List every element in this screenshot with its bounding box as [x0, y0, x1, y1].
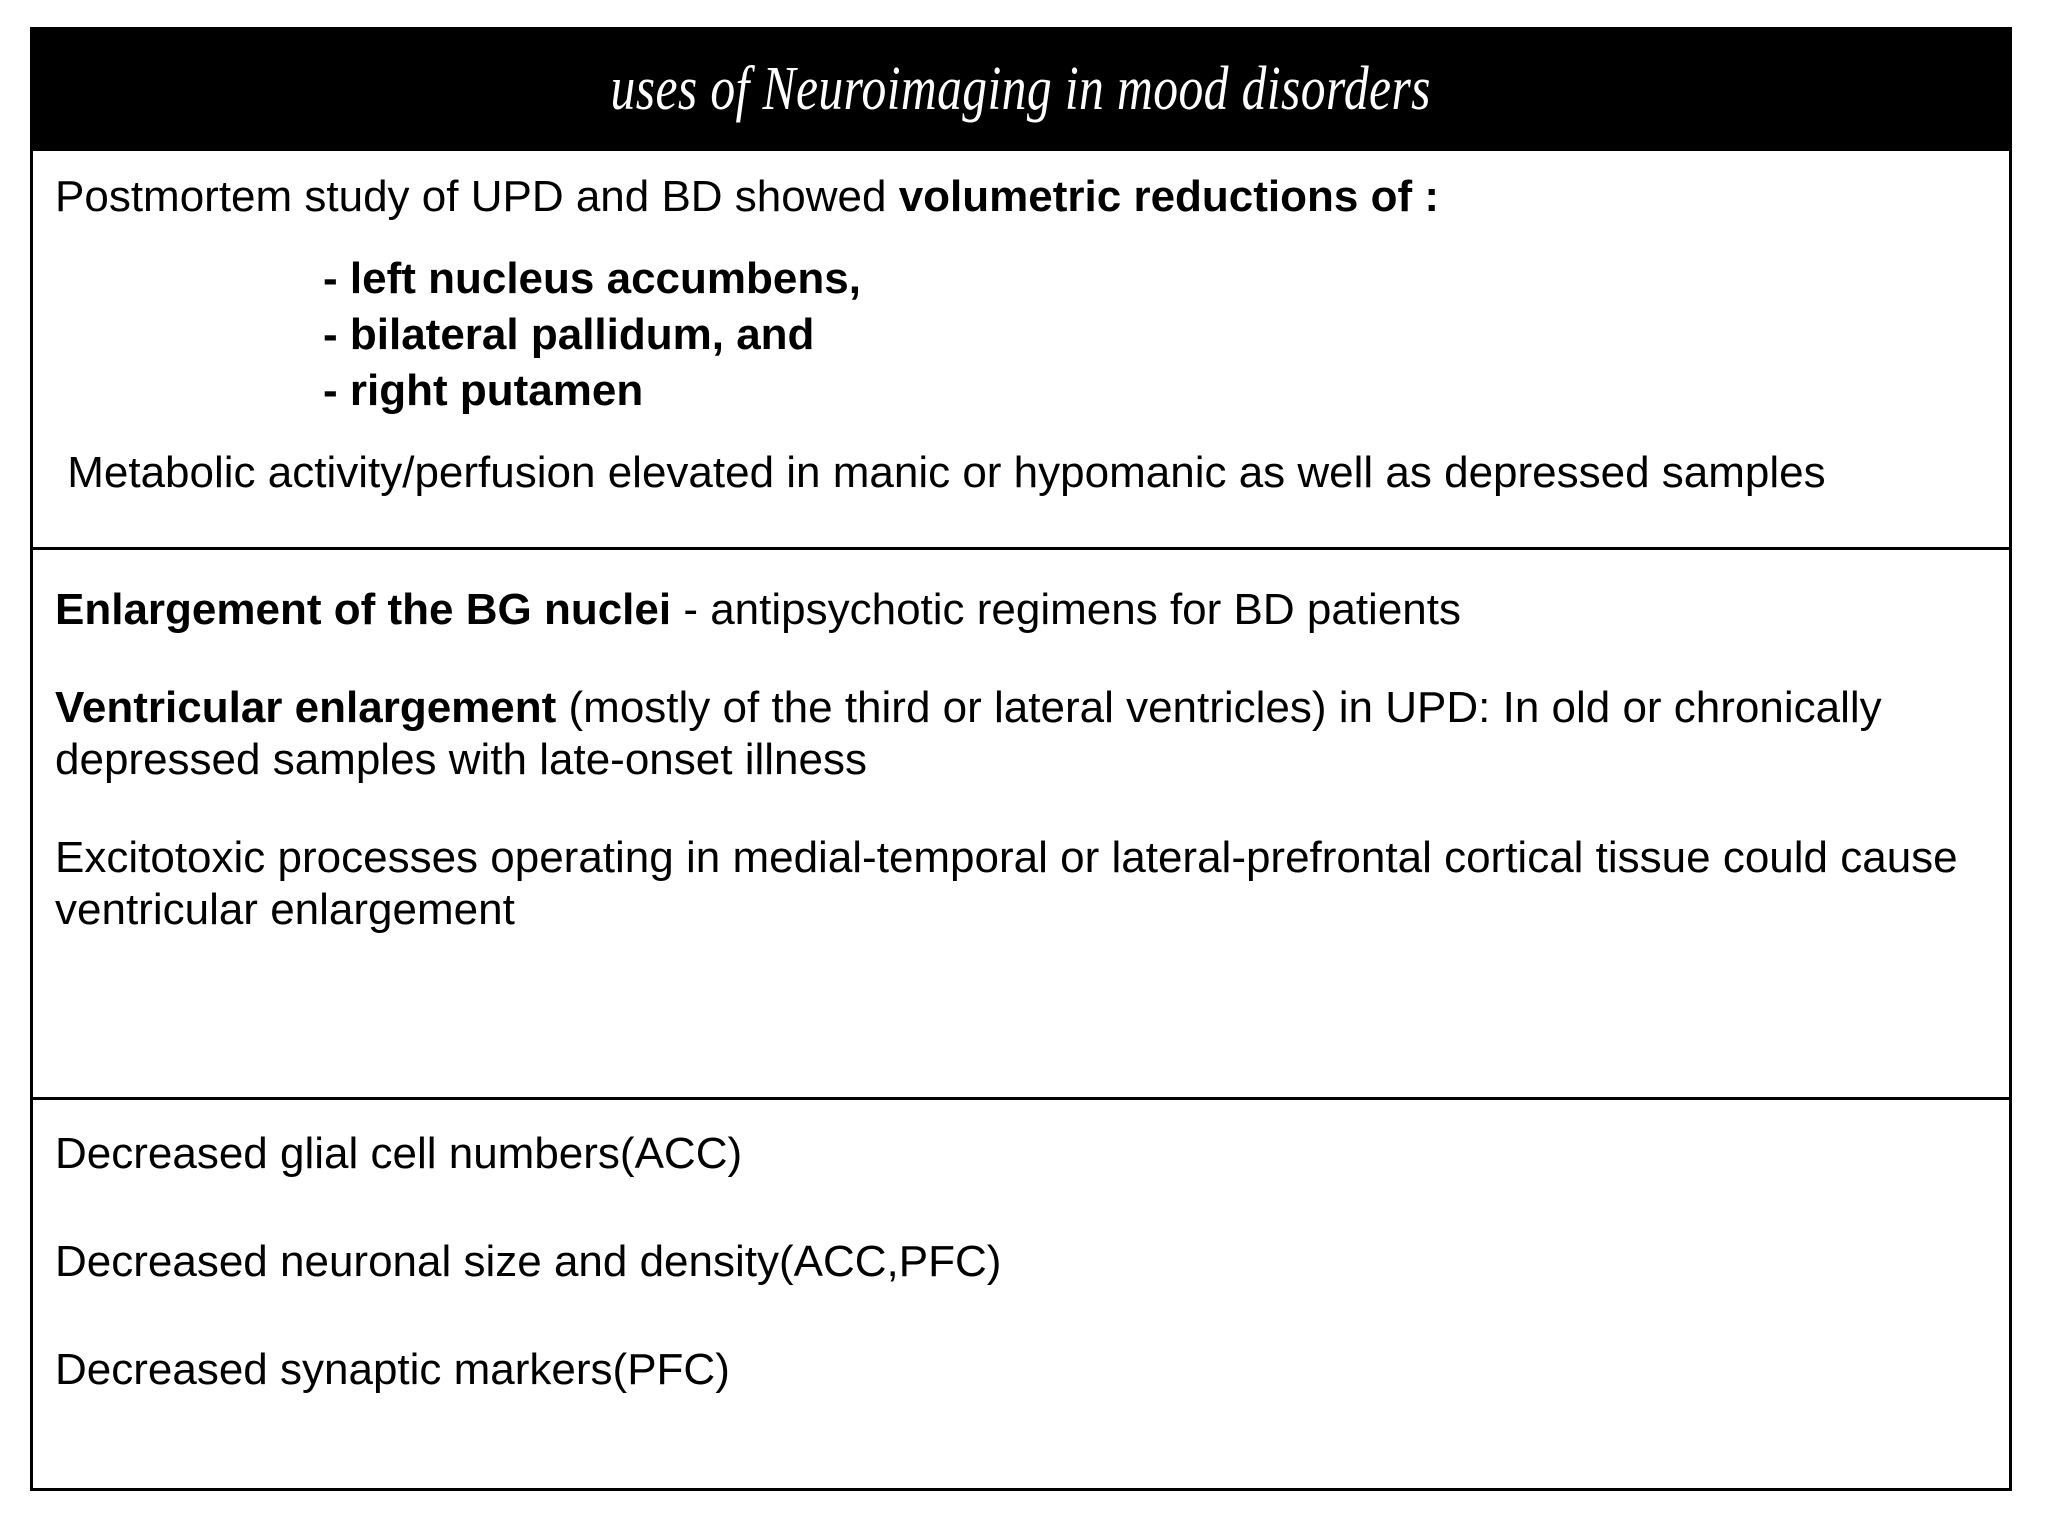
section2-para2-normal-text: (mostly of the third or lateral ventricl…	[55, 683, 1907, 784]
table-header-band: uses of Neuroimaging in mood disorders	[33, 30, 2009, 148]
section3-paragraph-2: Decreased neuronal size and density(ACC,…	[55, 1237, 1002, 1286]
list-item: - left nucleus accumbens,	[323, 254, 861, 303]
section1-spacer	[55, 223, 1987, 251]
section3-body: Decreased glial cell numbers(ACC) Decrea…	[55, 1100, 1987, 1396]
section3-paragraph-1: Decreased glial cell numbers(ACC)	[55, 1129, 743, 1178]
section1-body: Postmortem study of UPD and BD showed vo…	[55, 151, 1987, 499]
section1-lead-normal-text: Postmortem study of UPD and BD showed	[55, 172, 899, 221]
page-title: uses of Neuroimaging in mood disorders	[610, 55, 1432, 123]
section1-spacer-2	[55, 419, 1987, 447]
section1-closing-paragraph: Metabolic activity/perfusion elevated in…	[55, 448, 1826, 497]
list-item: - right putamen	[323, 366, 644, 415]
section1-bullet-list: - left nucleus accumbens, - bilateral pa…	[55, 251, 1987, 419]
section2-gap-2	[55, 786, 1987, 832]
section3-gap-2	[55, 1288, 1987, 1344]
section2-para2-bold-text: Ventricular enlargement	[55, 683, 557, 732]
table-row: Decreased glial cell numbers(ACC) Decrea…	[33, 1097, 2009, 1488]
list-item: - bilateral pallidum, and	[323, 310, 815, 359]
table-row: Postmortem study of UPD and BD showed vo…	[33, 148, 2009, 547]
section2-para1-normal-text: - antipsychotic regimens for BD patients	[671, 585, 1461, 634]
section2-paragraph-2: Ventricular enlargement (mostly of the t…	[55, 682, 1987, 786]
section2-para1-bold-text: Enlargement of the BG nuclei	[55, 585, 672, 634]
section3-paragraph-3: Decreased synaptic markers(PFC)	[55, 1345, 730, 1394]
section2-paragraph-3: Excitotoxic processes operating in media…	[55, 833, 1970, 934]
section2-gap-1	[55, 636, 1987, 682]
table-row: Enlargement of the BG nuclei - antipsych…	[33, 547, 2009, 1097]
section1-lead-paragraph: Postmortem study of UPD and BD showed vo…	[55, 171, 1987, 223]
section2-paragraph-1: Enlargement of the BG nuclei - antipsych…	[55, 584, 1987, 636]
section3-gap-1	[55, 1180, 1987, 1236]
section2-body: Enlargement of the BG nuclei - antipsych…	[55, 550, 1987, 936]
content-table: uses of Neuroimaging in mood disorders P…	[30, 27, 2012, 1491]
section1-lead-bold-text: volumetric reductions of :	[898, 172, 1439, 221]
